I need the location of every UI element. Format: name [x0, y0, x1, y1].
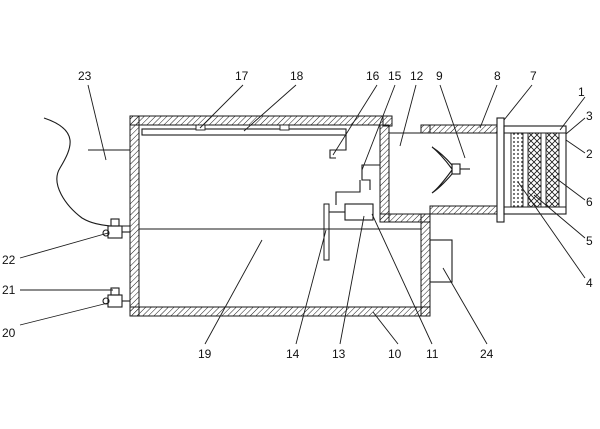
valve-upper	[102, 218, 130, 239]
callout-14: 14	[286, 347, 300, 361]
callout-labels: 1 2 3 4 5 6 7 8 9 10 11 12 13 14 15 16 1…	[2, 69, 593, 361]
callout-20: 20	[2, 326, 16, 340]
flange	[496, 117, 505, 223]
callout-22: 22	[2, 253, 16, 267]
callout-3: 3	[586, 109, 593, 123]
callout-16: 16	[366, 69, 380, 83]
control-box	[429, 239, 453, 283]
filter-assembly	[503, 125, 567, 215]
callout-15: 15	[388, 69, 402, 83]
callout-8: 8	[494, 69, 501, 83]
housing-right-wall	[420, 213, 431, 317]
callout-18: 18	[290, 69, 304, 83]
callout-1: 1	[578, 85, 585, 99]
callout-21: 21	[2, 283, 16, 297]
pipe-breakline	[43, 117, 111, 227]
duct-top-wall	[429, 124, 499, 134]
leader-lines	[19, 84, 586, 345]
compartment-top-right	[420, 124, 431, 134]
pipe-link	[335, 180, 361, 205]
filter-frame	[503, 125, 567, 215]
inlet-pipe	[43, 117, 130, 227]
compartment-left-wall	[379, 124, 390, 223]
clip-17b	[279, 124, 290, 131]
callout-6: 6	[586, 195, 593, 209]
callout-13: 13	[332, 347, 346, 361]
callout-23: 23	[78, 69, 92, 83]
fan-compartment	[379, 124, 431, 223]
fan	[431, 146, 470, 194]
filter-layer-6	[545, 132, 560, 208]
valve-lower	[102, 287, 130, 308]
piping	[323, 132, 380, 261]
pump-11	[344, 203, 374, 221]
top-plate	[141, 124, 347, 136]
callout-9: 9	[436, 69, 443, 83]
callout-5: 5	[586, 234, 593, 248]
callout-12: 12	[410, 69, 424, 83]
callout-24: 24	[480, 347, 494, 361]
fan-blade-lower	[431, 168, 453, 194]
fan-hub	[451, 163, 461, 175]
pipe-15	[361, 164, 380, 190]
housing-bottom-wall	[129, 306, 431, 317]
duct-bottom-wall	[429, 205, 499, 215]
filter-layer-4	[510, 132, 524, 208]
callout-4: 4	[586, 276, 593, 290]
callout-19: 19	[198, 347, 212, 361]
plate-18	[141, 128, 347, 136]
callout-7: 7	[530, 69, 537, 83]
pipe-16	[329, 132, 347, 159]
callout-2: 2	[586, 147, 593, 161]
callout-10: 10	[388, 347, 402, 361]
pipe-14	[323, 203, 330, 261]
callout-17: 17	[235, 69, 249, 83]
housing-left-wall	[129, 115, 140, 317]
callout-11: 11	[426, 347, 439, 361]
fan-blade-upper	[431, 146, 453, 171]
